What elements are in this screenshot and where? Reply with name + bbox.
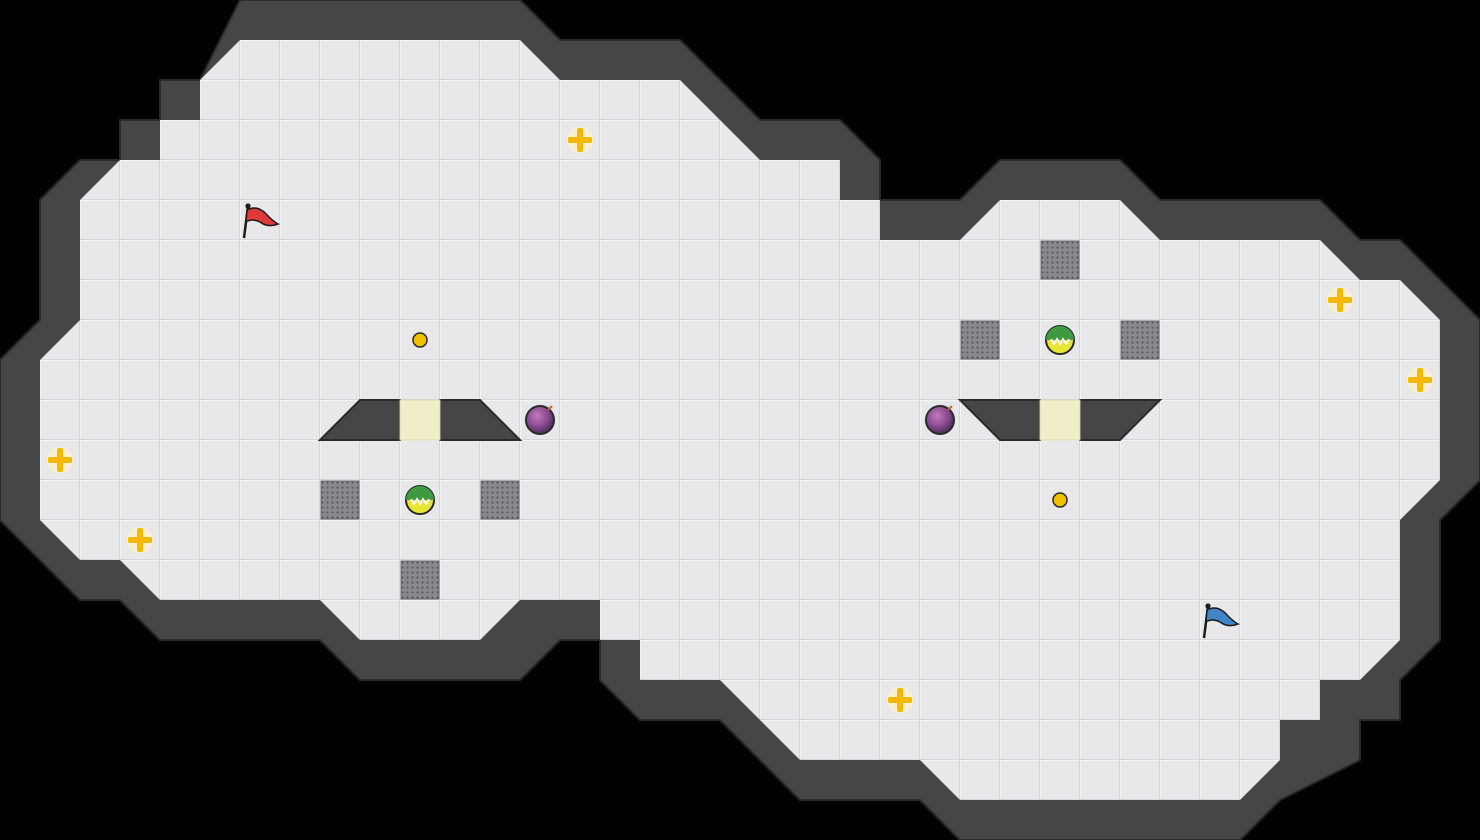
boost-plus-icon bbox=[1407, 367, 1433, 393]
boost-plus-icon bbox=[127, 527, 153, 553]
grate-tile-icon bbox=[960, 320, 1000, 360]
grate-tile-icon bbox=[1120, 320, 1160, 360]
red-flag-icon bbox=[242, 203, 280, 239]
blue-flag-icon bbox=[1202, 603, 1240, 639]
right-gate-tile bbox=[1039, 399, 1081, 441]
spike-ball-icon bbox=[1045, 325, 1075, 355]
powerup-dot-icon bbox=[412, 332, 428, 348]
grate-tile-icon bbox=[480, 480, 520, 520]
left-gate-tile bbox=[399, 399, 441, 441]
boost-plus-icon bbox=[47, 447, 73, 473]
boost-plus-icon bbox=[887, 687, 913, 713]
bomb-icon bbox=[925, 405, 955, 435]
grate-tiles bbox=[320, 240, 1160, 600]
boosts bbox=[47, 127, 1433, 713]
bomb-icon bbox=[525, 405, 555, 435]
grate-tile-icon bbox=[320, 480, 360, 520]
arena-floor bbox=[40, 40, 1440, 800]
spike-ball-icon bbox=[405, 485, 435, 515]
boost-plus-icon bbox=[567, 127, 593, 153]
grate-tile-icon bbox=[400, 560, 440, 600]
grate-tile-icon bbox=[1040, 240, 1080, 280]
boost-plus-icon bbox=[1327, 287, 1353, 313]
powerup-dot-icon bbox=[1052, 492, 1068, 508]
